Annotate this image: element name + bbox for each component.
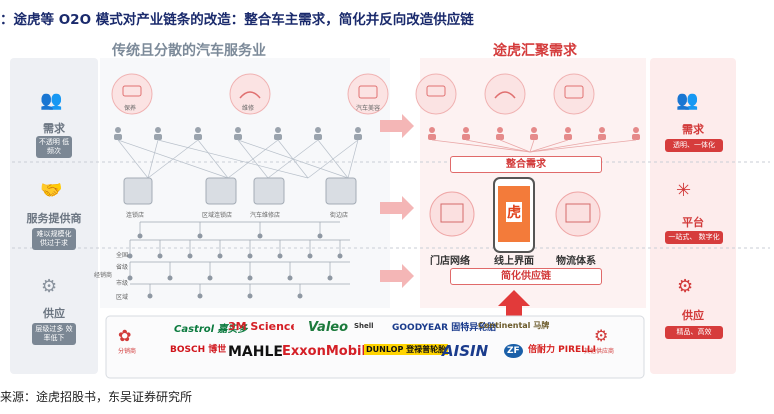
left-supply-nodes bbox=[127, 233, 343, 299]
left-label-demand: 需求 bbox=[43, 122, 65, 135]
logistics-icon bbox=[555, 191, 601, 237]
brand-bosch: BOSCH 博世 bbox=[170, 345, 227, 355]
left-demand-lines bbox=[117, 139, 359, 179]
left-note-service: 难以规模化 供过于求 bbox=[32, 228, 76, 250]
supply-side-label: 经销商 bbox=[94, 272, 113, 279]
node-logistics: 物流体系 bbox=[556, 256, 596, 267]
right-label-demand: 需求 bbox=[682, 123, 704, 136]
node-store-network: 门店网络 bbox=[430, 256, 470, 267]
supply-level-1: 全国 bbox=[116, 252, 129, 259]
brand-zf: ZF bbox=[504, 344, 523, 358]
store-network-icon bbox=[429, 191, 475, 237]
brand-castrol: Castrol 嘉实多 bbox=[174, 324, 248, 335]
brand-exxonmobil: ExxonMobil bbox=[282, 344, 366, 359]
handshake-icon: 🤝 bbox=[40, 180, 63, 201]
right-note-platform: 一站式、 数字化 bbox=[665, 231, 723, 244]
left-note-supply: 层级过多 效率低下 bbox=[32, 323, 76, 345]
node-online: 线上界面 bbox=[494, 256, 534, 267]
right-note-demand: 透明、一体化 bbox=[665, 139, 723, 152]
diagram-canvas: 虎 bbox=[10, 58, 770, 379]
right-person-icons bbox=[428, 127, 640, 140]
left-section-title: 传统且分散的汽车服务业 bbox=[112, 43, 266, 59]
transform-arrows bbox=[380, 114, 414, 288]
source-note: 来源：途虎招股书，东吴证券研究所 bbox=[0, 390, 193, 404]
figure-title: ：途虎等 O2O 模式对产业链条的改造：整合车主需求，简化并反向改造供应链 bbox=[0, 12, 474, 28]
brand-dunlop: DUNLOP 登禄普轮胎 bbox=[364, 344, 449, 355]
network-icon-right: ✳ bbox=[676, 180, 692, 201]
right-label-supply: 供应 bbox=[682, 309, 704, 322]
left-person-icons bbox=[114, 127, 362, 140]
gear-icon-right: ⚙ bbox=[677, 276, 694, 297]
left-store-icons bbox=[123, 177, 357, 205]
demand-label-2: 维修 bbox=[242, 105, 255, 112]
store-label-1: 连锁店 bbox=[126, 212, 145, 219]
brand-continental: Continental 马牌 bbox=[478, 321, 550, 330]
integrate-demand-box: 整合需求 bbox=[450, 156, 602, 173]
distributor-label: 分销商 bbox=[118, 348, 137, 355]
brand-other: 其他供应商 bbox=[584, 348, 615, 355]
left-label-supply: 供应 bbox=[43, 307, 65, 320]
store-label-2: 区域连锁店 bbox=[202, 212, 233, 219]
right-demand-icons bbox=[415, 73, 595, 115]
store-label-3: 汽车维修店 bbox=[250, 212, 281, 219]
brand-valeo: Valeo bbox=[308, 320, 349, 335]
demand-label-1: 保养 bbox=[124, 105, 137, 112]
brand-3m: 3M Science. Applied to Life.™ bbox=[228, 320, 294, 333]
brand-shell: Shell bbox=[354, 322, 374, 330]
left-note-demand: 不透明 低频次 bbox=[36, 136, 72, 158]
supply-level-4: 区域 bbox=[116, 294, 129, 301]
other-supplier-icon: ⚙ bbox=[594, 326, 609, 345]
right-label-platform: 平台 bbox=[682, 216, 704, 229]
supply-level-2: 省级 bbox=[116, 264, 129, 271]
simplify-supply-box: 简化供应链 bbox=[450, 268, 602, 285]
distributor-icon: ✿ bbox=[118, 326, 132, 345]
right-label-panel bbox=[650, 58, 736, 374]
left-label-panel bbox=[10, 58, 98, 374]
brand-pirelli: 倍耐力 PIRELLI bbox=[528, 345, 596, 355]
brand-mahle: MAHLE bbox=[228, 344, 283, 360]
gear-icon: ⚙ bbox=[41, 276, 58, 297]
right-demand-lines bbox=[431, 139, 637, 153]
brand-goodyear: GOODYEAR 固特异轮胎 bbox=[392, 323, 497, 333]
store-label-4: 街边店 bbox=[330, 212, 349, 219]
people-icon-right: 👥 bbox=[676, 90, 699, 111]
demand-label-3: 汽车美容 bbox=[356, 105, 381, 112]
left-demand-icons bbox=[111, 73, 389, 115]
people-icon: 👥 bbox=[40, 90, 63, 111]
phone-icon: 虎 bbox=[493, 177, 535, 253]
right-section-title: 途虎汇聚需求 bbox=[493, 43, 577, 59]
right-note-supply: 精品、高效 bbox=[665, 326, 723, 339]
svg-text:虎: 虎 bbox=[507, 204, 521, 221]
brand-aisin: AISIN bbox=[442, 342, 489, 360]
supply-level-3: 市级 bbox=[116, 280, 129, 287]
left-label-service: 服务提供商 bbox=[26, 212, 82, 225]
up-arrow bbox=[498, 290, 530, 318]
